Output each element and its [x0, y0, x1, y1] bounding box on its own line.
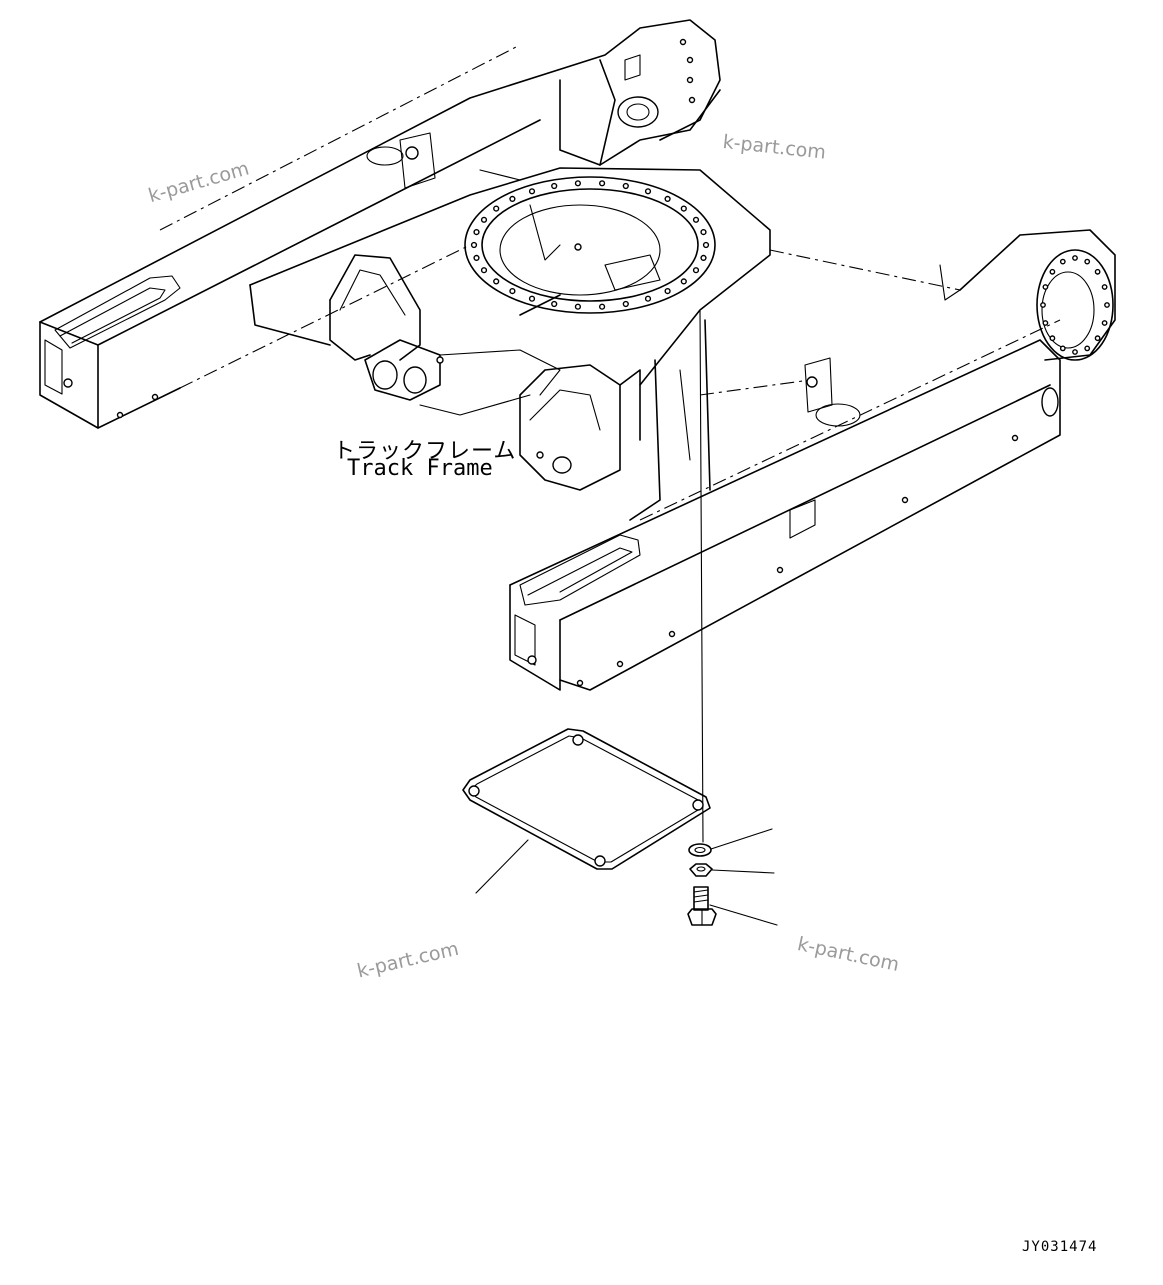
drawing-number: JY031474	[1022, 1239, 1098, 1255]
bolt-hole	[664, 195, 671, 203]
bolt-hole	[551, 182, 558, 190]
bolt-hole	[622, 300, 629, 308]
track-frame-label-en: Track Frame	[347, 456, 493, 481]
bolt-hole	[528, 188, 536, 195]
bolt-hole	[473, 229, 480, 236]
ring-bolt-holes	[470, 180, 710, 310]
bolt-hole	[480, 267, 488, 274]
bolt-hole	[480, 216, 488, 223]
blade-brackets	[329, 254, 561, 416]
bolt-hole	[1059, 345, 1066, 352]
bolt-hole	[528, 295, 536, 302]
bolt-hole	[493, 205, 500, 212]
track-frame-label-jp: トラックフレーム	[333, 439, 517, 464]
bolt-hole	[680, 278, 687, 285]
center-frame	[249, 132, 771, 386]
assembly-center-line	[699, 309, 704, 843]
bolt-hole	[680, 205, 687, 212]
bolt-hole	[1084, 258, 1091, 265]
fastener-stack	[687, 828, 778, 926]
bolt-hole	[509, 195, 516, 203]
bolt-hole	[1042, 320, 1049, 326]
sprocket-bolt-holes	[1040, 255, 1110, 355]
bolt-hole	[664, 288, 671, 295]
sprocket-housing	[769, 229, 1116, 417]
bolt-hole	[574, 180, 582, 187]
bolt-hole	[1104, 302, 1110, 308]
washer	[688, 843, 712, 857]
bolt-hole	[1072, 349, 1078, 355]
bolt-hole	[1049, 335, 1056, 342]
bolt-hole	[644, 188, 652, 195]
bolt-hole	[574, 303, 582, 310]
bolt-hole	[700, 229, 707, 236]
center-tower	[519, 319, 711, 521]
bolt-hole	[1094, 335, 1101, 342]
bolt-hole	[1059, 258, 1066, 265]
bolt	[687, 886, 778, 926]
bolt-hole	[1040, 302, 1046, 308]
bolt-hole	[1101, 284, 1108, 290]
bolt-hole	[551, 300, 558, 308]
bolt-hole	[692, 267, 700, 274]
bolt-hole	[509, 288, 516, 295]
bolt-hole	[1049, 268, 1056, 275]
bolt-hole	[700, 254, 707, 262]
bolt-hole	[622, 182, 629, 190]
bolt-hole	[493, 278, 500, 285]
upper-idler-bracket	[559, 38, 721, 166]
bolt-hole	[644, 295, 652, 302]
bolt-hole	[473, 254, 480, 262]
bolt-hole	[1101, 320, 1108, 326]
bolt-hole	[1072, 255, 1078, 261]
bolt-hole	[470, 241, 478, 249]
lock-washer	[689, 863, 713, 877]
cover-plate	[462, 728, 711, 894]
bolt-hole	[1094, 268, 1101, 275]
bolt-hole	[692, 216, 700, 223]
bolt-hole	[702, 241, 710, 249]
bolt-hole	[1042, 284, 1049, 290]
bolt-hole	[598, 180, 606, 187]
right-side-frame	[509, 319, 1061, 691]
bolt-hole	[1084, 345, 1091, 352]
bolt-hole	[598, 303, 606, 310]
